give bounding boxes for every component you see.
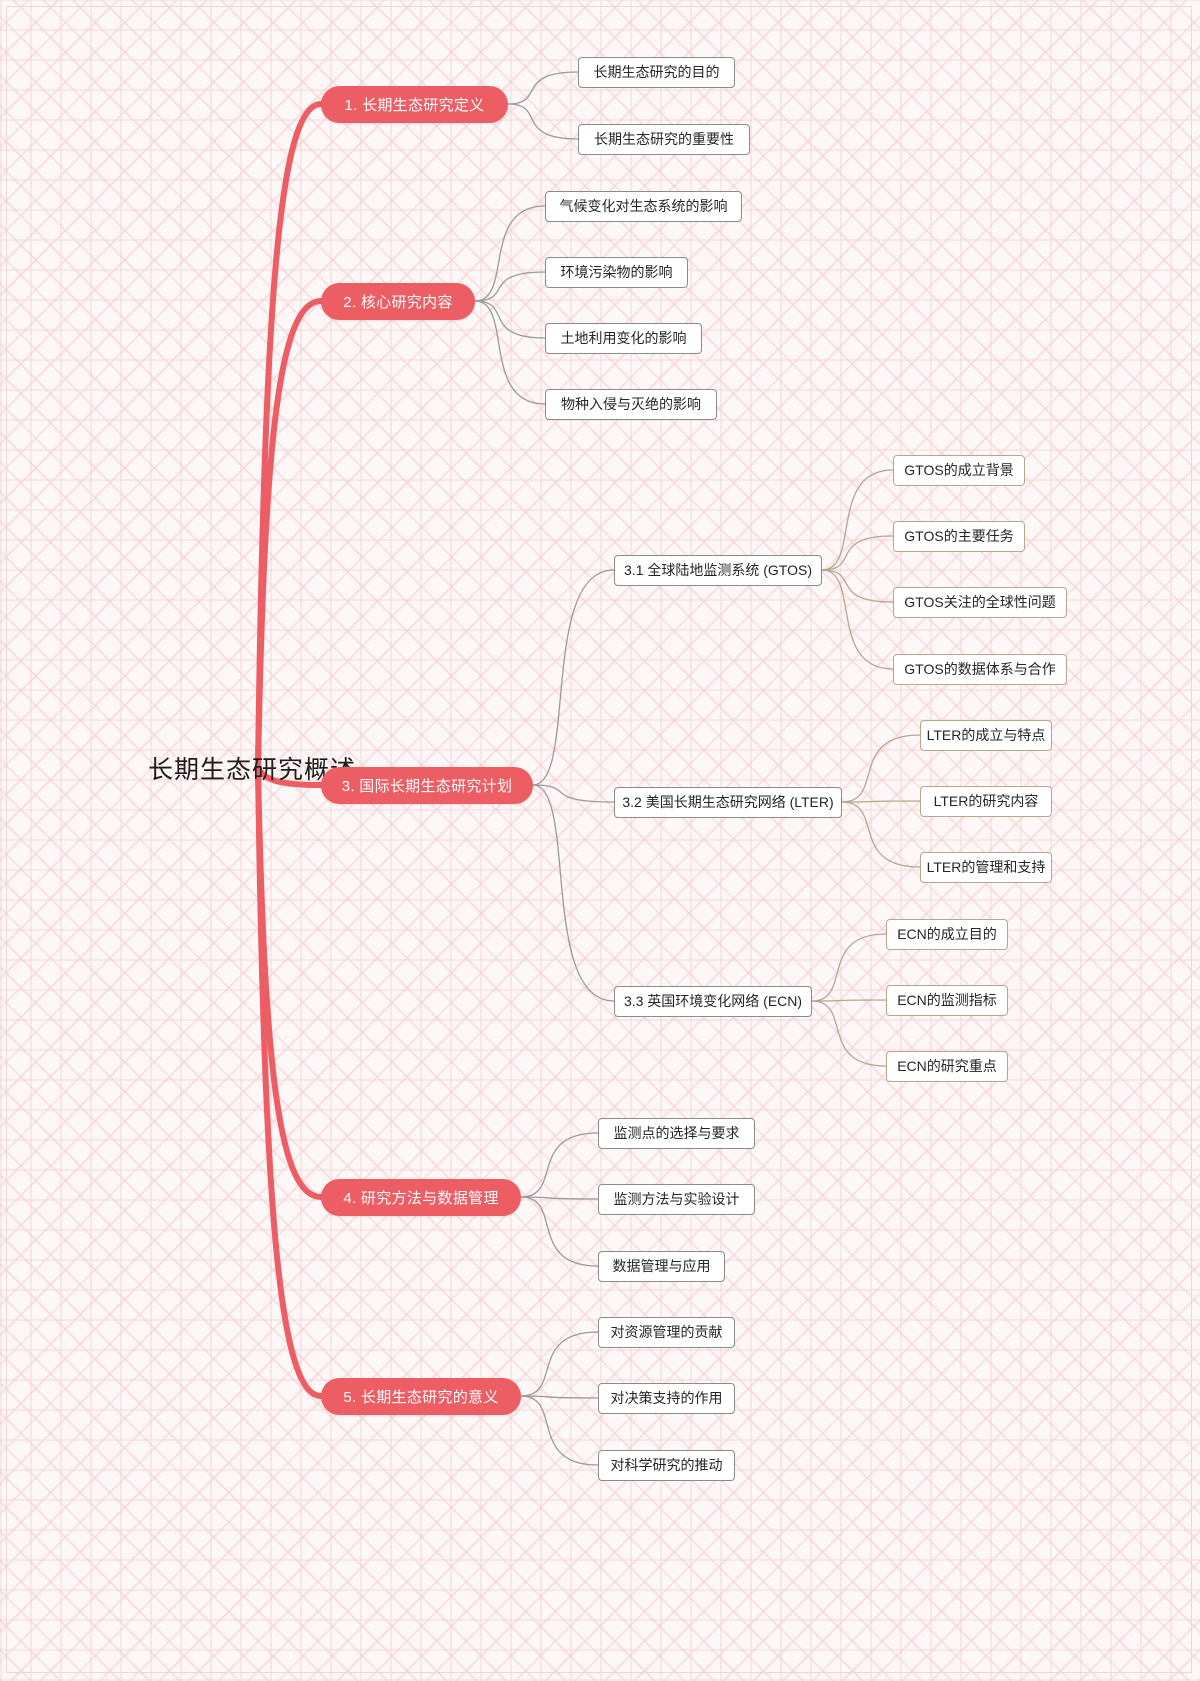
- branch-1-leaf-2[interactable]: 长期生态研究的重要性: [578, 123, 750, 155]
- section-3-1-leaf-2[interactable]: GTOS的主要任务: [893, 520, 1025, 552]
- branch-3-label: 3. 国际长期生态研究计划: [341, 777, 513, 795]
- root-node-label: 长期生态研究概述: [148, 756, 357, 784]
- branch-4-leaf-1[interactable]: 监测点的选择与要求: [598, 1117, 755, 1149]
- connector: [474, 205, 546, 302]
- branch-5-leaf-3-label: 对科学研究的推动: [610, 1457, 723, 1473]
- branch-2-leaf-1[interactable]: 气候变化对生态系统的影响: [545, 190, 742, 222]
- connector: [520, 1132, 599, 1198]
- branch-1-leaf-2-label: 长期生态研究的重要性: [594, 131, 734, 147]
- connector: [255, 298, 324, 771]
- section-3-1-label: 3.1 全球陆地监测系统 (GTOS): [624, 562, 812, 578]
- section-3-1-leaf-1-label: GTOS的成立背景: [904, 462, 1014, 478]
- section-3-1[interactable]: 3.1 全球陆地监测系统 (GTOS): [614, 554, 822, 586]
- connector: [532, 784, 615, 1002]
- branch-5-leaf-1[interactable]: 对资源管理的贡献: [598, 1316, 735, 1348]
- branch-4-label: 4. 研究方法与数据管理: [343, 1189, 499, 1207]
- connector: [821, 469, 894, 571]
- connector: [507, 103, 579, 140]
- connector: [841, 800, 921, 803]
- section-3-1-leaf-3[interactable]: GTOS关注的全球性问题: [893, 586, 1067, 618]
- section-3-2-label: 3.2 美国长期生态研究网络 (LTER): [622, 794, 834, 810]
- section-3-3-leaf-2[interactable]: ECN的监测指标: [886, 984, 1008, 1016]
- branch-1-leaf-1[interactable]: 长期生态研究的目的: [578, 56, 735, 88]
- branch-2-label: 2. 核心研究内容: [343, 293, 453, 311]
- branch-1-label: 1. 长期生态研究定义: [344, 96, 485, 114]
- connector: [532, 784, 615, 803]
- root-node[interactable]: 长期生态研究概述: [148, 751, 356, 785]
- connector: [255, 765, 324, 1399]
- section-3-1-leaf-3-label: GTOS关注的全球性问题: [904, 594, 1056, 610]
- branch-1[interactable]: 1. 长期生态研究定义: [321, 85, 508, 123]
- branch-4-leaf-1-label: 监测点的选择与要求: [613, 1125, 740, 1141]
- connector: [474, 300, 546, 405]
- section-3-3-leaf-1-label: ECN的成立目的: [897, 926, 997, 942]
- connector: [821, 569, 894, 670]
- connector: [520, 1196, 599, 1200]
- section-3-2-leaf-1-label: LTER的成立与特点: [926, 727, 1046, 743]
- connector: [507, 71, 579, 105]
- branch-2[interactable]: 2. 核心研究内容: [321, 282, 475, 320]
- connector: [474, 271, 546, 302]
- section-3-1-leaf-4-label: GTOS的数据体系与合作: [904, 661, 1056, 677]
- connector: [811, 999, 887, 1002]
- branch-2-leaf-3[interactable]: 土地利用变化的影响: [545, 322, 702, 354]
- branch-4-leaf-2[interactable]: 监测方法与实验设计: [598, 1183, 755, 1215]
- connector: [520, 1395, 599, 1466]
- branch-2-leaf-4-label: 物种入侵与灭绝的影响: [561, 396, 701, 412]
- connector: [520, 1331, 599, 1397]
- section-3-1-leaf-2-label: GTOS的主要任务: [904, 528, 1014, 544]
- section-3-2-leaf-2-label: LTER的研究内容: [933, 793, 1039, 809]
- branch-4-leaf-3[interactable]: 数据管理与应用: [598, 1250, 725, 1282]
- branch-2-leaf-4[interactable]: 物种入侵与灭绝的影响: [545, 388, 717, 420]
- section-3-3-leaf-2-label: ECN的监测指标: [897, 992, 997, 1008]
- section-3-2-leaf-3-label: LTER的管理和支持: [926, 859, 1046, 875]
- connector: [821, 569, 894, 603]
- branch-3[interactable]: 3. 国际长期生态研究计划: [321, 766, 533, 804]
- branch-4[interactable]: 4. 研究方法与数据管理: [321, 1178, 521, 1216]
- branch-5-leaf-1-label: 对资源管理的贡献: [610, 1324, 723, 1340]
- branch-2-leaf-2[interactable]: 环境污染物的影响: [545, 256, 688, 288]
- section-3-3-leaf-3[interactable]: ECN的研究重点: [886, 1050, 1008, 1082]
- branch-2-leaf-2-label: 环境污染物的影响: [560, 264, 673, 280]
- branch-5-leaf-2-label: 对决策支持的作用: [610, 1390, 723, 1406]
- connector: [474, 300, 546, 339]
- section-3-3-label: 3.3 英国环境变化网络 (ECN): [623, 993, 803, 1009]
- connector: [821, 535, 894, 571]
- section-3-2[interactable]: 3.2 美国长期生态研究网络 (LTER): [614, 786, 842, 818]
- section-3-3-leaf-1[interactable]: ECN的成立目的: [886, 918, 1008, 950]
- section-3-1-leaf-4[interactable]: GTOS的数据体系与合作: [893, 653, 1067, 685]
- connector: [841, 734, 921, 803]
- section-3-3[interactable]: 3.3 英国环境变化网络 (ECN): [614, 985, 812, 1017]
- connector: [811, 933, 887, 1002]
- branch-5-label: 5. 长期生态研究的意义: [343, 1388, 499, 1406]
- branch-2-leaf-1-label: 气候变化对生态系统的影响: [559, 198, 728, 214]
- section-3-2-leaf-3[interactable]: LTER的管理和支持: [920, 851, 1052, 883]
- connector: [811, 1000, 887, 1067]
- connector: [520, 1196, 599, 1267]
- section-3-2-leaf-2[interactable]: LTER的研究内容: [920, 785, 1052, 817]
- connector: [520, 1395, 599, 1399]
- section-3-1-leaf-1[interactable]: GTOS的成立背景: [893, 454, 1025, 486]
- branch-2-leaf-3-label: 土地利用变化的影响: [560, 330, 687, 346]
- connector: [841, 801, 921, 868]
- branch-4-leaf-2-label: 监测方法与实验设计: [613, 1191, 740, 1207]
- branch-5-leaf-3[interactable]: 对科学研究的推动: [598, 1449, 735, 1481]
- branch-4-leaf-3-label: 数据管理与应用: [612, 1258, 711, 1274]
- branch-5[interactable]: 5. 长期生态研究的意义: [321, 1377, 521, 1415]
- branch-1-leaf-1-label: 长期生态研究的目的: [593, 64, 720, 80]
- section-3-2-leaf-1[interactable]: LTER的成立与特点: [920, 719, 1052, 751]
- section-3-3-leaf-3-label: ECN的研究重点: [897, 1058, 997, 1074]
- branch-5-leaf-2[interactable]: 对决策支持的作用: [598, 1382, 735, 1414]
- connector: [532, 569, 615, 786]
